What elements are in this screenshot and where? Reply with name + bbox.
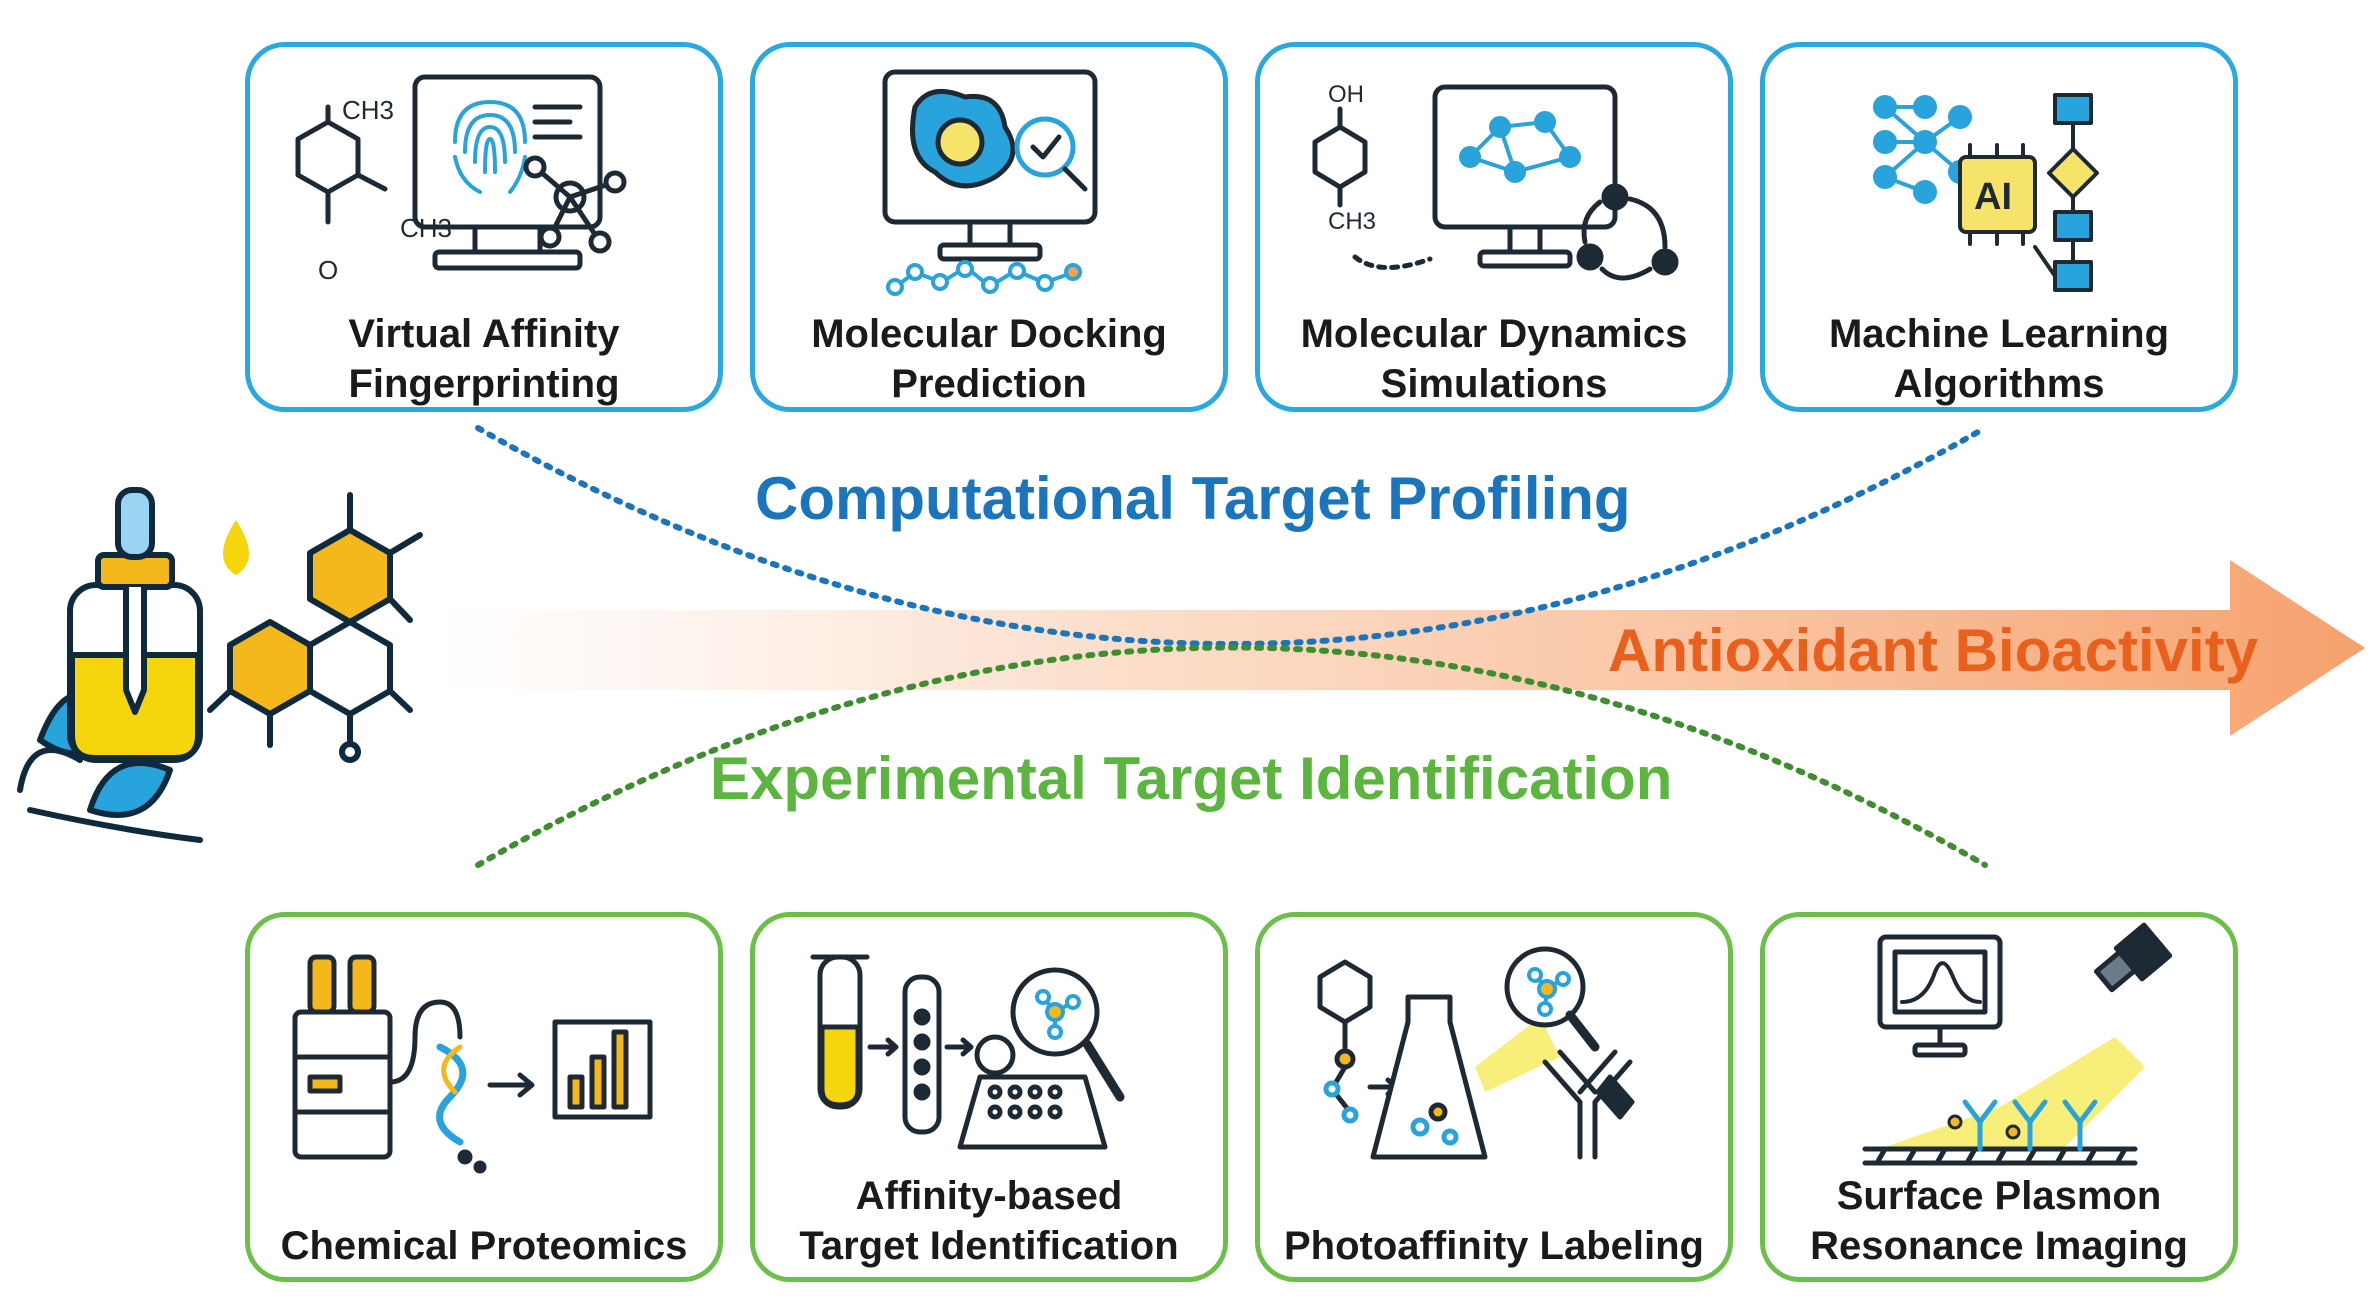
experimental-dotted-arc [475,644,1988,868]
card-label: Virtual Affinity Fingerprinting [250,309,718,409]
card-label-line1: Chemical Proteomics [280,1224,688,1268]
photoaffinity-flask-icon [1317,946,1635,1160]
card-label-line1: Molecular Docking [811,312,1167,356]
ai-chip-icon: AI [1873,93,2099,292]
card-label-line2: Resonance Imaging [1810,1224,2188,1268]
card-label-line2: Algorithms [1893,362,2105,406]
card-label-line1: Surface Plasmon [1836,1174,2162,1218]
card-molecular-docking-prediction: Molecular Docking Prediction [750,42,1228,412]
bioactivity-heading: Antioxidant Bioactivity [1608,617,2259,684]
dynamics-monitor-icon: OH CH3 [1312,81,1679,281]
experimental-heading: Experimental Target Identification [710,745,1673,812]
card-label-line2: Prediction [891,362,1087,406]
card-label-line1: Affinity-based [855,1174,1123,1218]
card-label: Molecular Docking Prediction [755,309,1223,409]
ai-chip-label: AI [1974,176,2012,218]
card-label-line1: Molecular Dynamics [1300,312,1688,356]
card-surface-plasmon-resonance-imaging: Surface Plasmon Resonance Imaging [1760,912,2238,1282]
card-label-line1: Photoaffinity Labeling [1284,1224,1704,1268]
card-affinity-based-target-identification: Affinity-based Target Identification [750,912,1228,1282]
card-photoaffinity-labeling: Photoaffinity Labeling [1255,912,1733,1282]
ch3-label: CH3 [342,95,394,125]
ch3-label: CH3 [400,213,452,243]
card-label-line1: Machine Learning [1828,312,2170,356]
essential-oil-molecule-icon [17,487,423,843]
card-label-line2: Simulations [1380,362,1608,406]
docking-monitor-icon [882,69,1098,296]
card-label: Photoaffinity Labeling [1260,1221,1728,1271]
card-label: Surface Plasmon Resonance Imaging [1765,1171,2233,1271]
spr-sensor-icon [1862,922,2173,1166]
card-chemical-proteomics: Chemical Proteomics [245,912,723,1282]
oh-label: OH [1328,81,1364,108]
oxygen-label: O [318,255,338,285]
card-label: Machine Learning Algorithms [1765,309,2233,409]
card-molecular-dynamics-simulations: OH CH3 Molecular Dynamics Simulations [1255,42,1733,412]
bioactivity-arrow [440,560,2365,736]
fingerprint-monitor-icon: CH3 CH3 O [295,74,627,285]
card-label: Affinity-based Target Identification [755,1171,1223,1271]
card-machine-learning-algorithms: AI Machine Learning Algorithms [1760,42,2238,412]
mass-spectrometry-icon [292,954,653,1174]
affinity-tubes-icon [810,954,1125,1150]
card-virtual-affinity-fingerprinting: CH3 CH3 O Virtual Affinity Fingerprintin… [245,42,723,412]
card-label: Molecular Dynamics Simulations [1260,309,1728,409]
computational-heading: Computational Target Profiling [755,465,1631,532]
card-label-line2: Fingerprinting [348,362,620,406]
card-label: Chemical Proteomics [250,1221,718,1271]
computational-dotted-arc [475,425,1988,647]
card-label-line2: Target Identification [799,1224,1179,1268]
card-label-line1: Virtual Affinity [348,312,620,356]
ch3-label: CH3 [1328,208,1376,235]
